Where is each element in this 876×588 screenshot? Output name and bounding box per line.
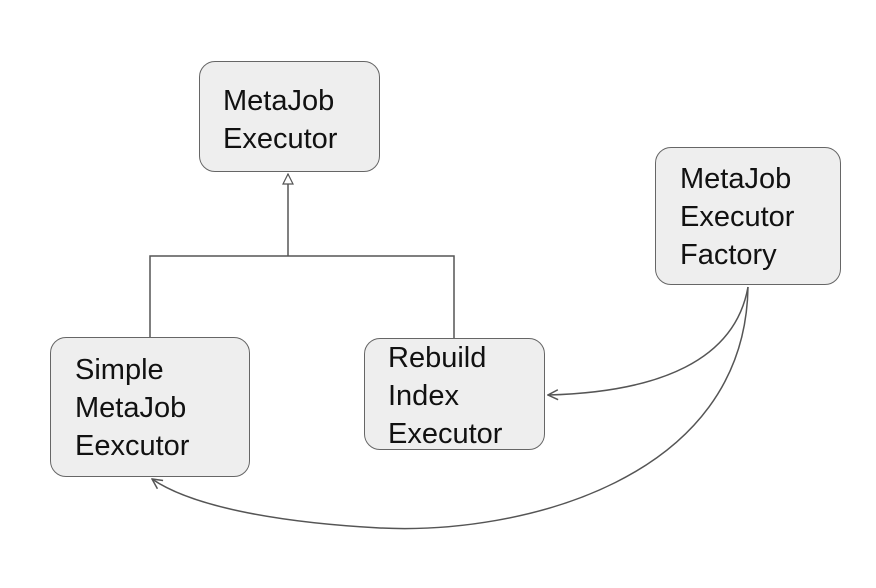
metajob-executor-factory-node: MetaJob Executor Factory <box>655 147 841 285</box>
inheritance-connector-simple <box>149 255 288 337</box>
factory-to-simple-arrow <box>152 286 749 530</box>
node-label-line: MetaJob <box>223 85 335 117</box>
simple-metajob-executor-node: Simple MetaJob Eexcutor <box>50 337 250 477</box>
node-label-line: Executor <box>223 123 338 155</box>
factory-to-rebuild-arrow <box>548 286 749 395</box>
node-label-line: Executor <box>680 201 795 233</box>
node-label-line: Eexcutor <box>75 430 190 462</box>
node-label-line: Simple <box>75 354 164 386</box>
node-label-line: Rebuild <box>388 342 487 374</box>
node-label-line: Executor <box>388 418 503 450</box>
node-label-line: Index <box>388 380 459 412</box>
node-label-line: Factory <box>680 239 777 271</box>
rebuild-index-executor-node: Rebuild Index Executor <box>364 338 545 450</box>
node-label-line: MetaJob <box>680 163 792 195</box>
node-label-line: MetaJob <box>75 392 187 424</box>
metajob-executor-node: MetaJob Executor <box>199 61 380 172</box>
inheritance-connector-rebuild <box>288 255 455 338</box>
